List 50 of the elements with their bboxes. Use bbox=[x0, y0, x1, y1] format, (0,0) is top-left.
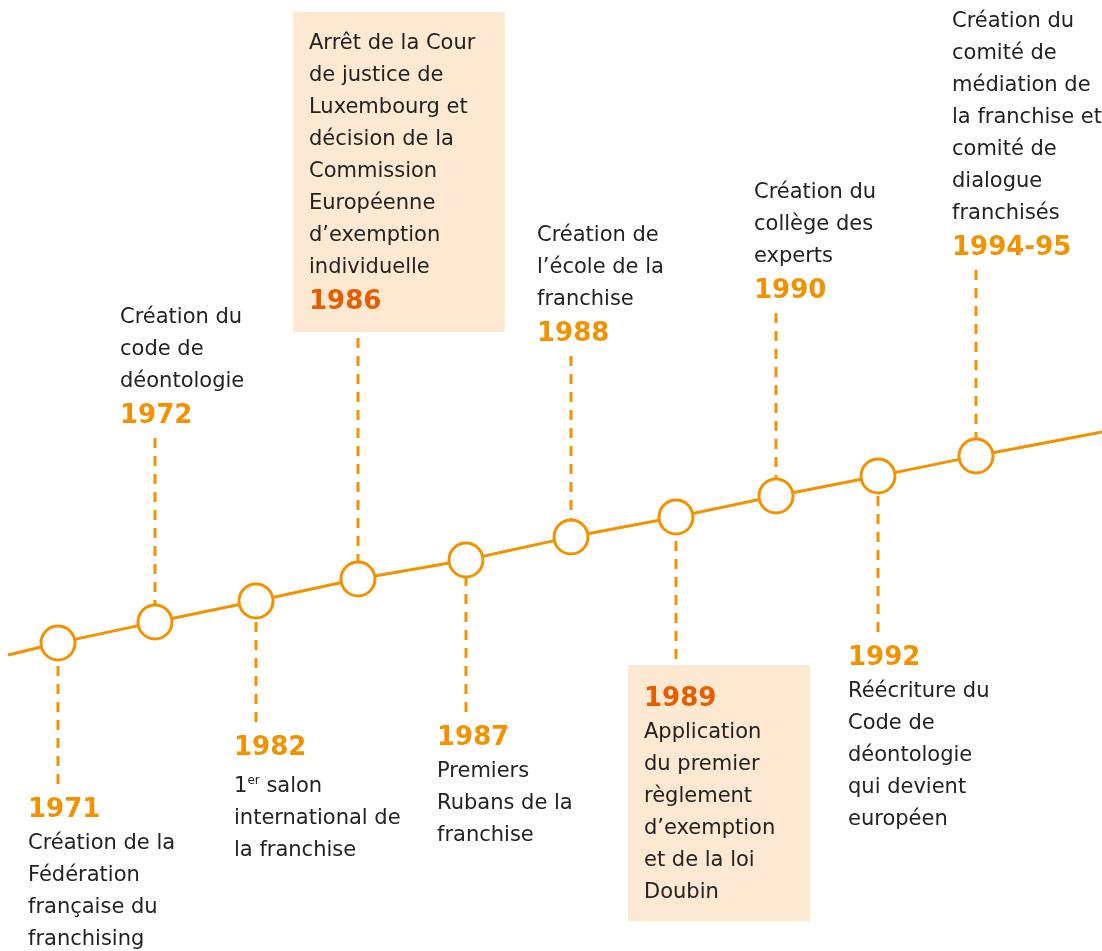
timeline-marker bbox=[339, 560, 377, 598]
timeline-line bbox=[992, 430, 1102, 455]
event-description: Création du collège des experts bbox=[754, 178, 878, 269]
year-label: 1971 bbox=[28, 792, 102, 825]
timeline-line bbox=[272, 581, 342, 599]
event-description: 1$^{er}$ salon international de la franchise bbox=[234, 772, 402, 863]
timeline-line bbox=[482, 539, 555, 558]
timeline-marker bbox=[39, 624, 77, 662]
year-label: 1990 bbox=[754, 273, 828, 306]
timeline-marker bbox=[657, 498, 695, 536]
year-label: 1986 bbox=[309, 284, 383, 317]
year-label: 1994-95 bbox=[952, 230, 1073, 263]
timeline-marker bbox=[757, 477, 795, 515]
timeline-marker bbox=[552, 518, 590, 556]
timeline-line bbox=[587, 518, 660, 536]
event-description: Création du code de déontologie bbox=[120, 303, 246, 394]
event-description: Arrêt de la Cour de justice de Luxembourg et décision de la Commission Européenne d’exemption individuelle bbox=[309, 29, 477, 280]
year-label: 1982 bbox=[234, 730, 308, 763]
timeline-marker bbox=[859, 457, 897, 495]
timeline-line bbox=[7, 645, 42, 657]
timeline-line bbox=[792, 477, 862, 495]
event-description: Création de la Fédération française du franchising bbox=[28, 829, 177, 951]
event-description: Premiers Rubans de la franchise bbox=[437, 757, 574, 848]
dashed-connector bbox=[464, 577, 468, 712]
dashed-connector bbox=[153, 438, 157, 605]
year-label: 1987 bbox=[437, 720, 511, 753]
timeline-marker bbox=[237, 582, 275, 620]
year-label: 1992 bbox=[848, 640, 922, 673]
year-label: 1972 bbox=[120, 398, 194, 431]
event-box bbox=[628, 665, 810, 921]
event-description: Création du comité de médiation de la franchise et comité de dialogue franchisés bbox=[952, 7, 1102, 226]
event-box bbox=[293, 12, 505, 332]
event-description: Création de l’école de la franchise bbox=[537, 221, 665, 312]
timeline-line bbox=[692, 498, 760, 515]
timeline-marker bbox=[136, 603, 174, 641]
timeline-line bbox=[74, 624, 139, 641]
timeline-line bbox=[894, 457, 960, 475]
dashed-connector bbox=[876, 493, 880, 632]
dashed-connector bbox=[569, 356, 573, 520]
event-description: Application du premier règlement d’exemption et de la loi Doubin bbox=[644, 718, 777, 905]
timeline-marker bbox=[447, 541, 485, 579]
year-label: 1988 bbox=[537, 316, 611, 349]
timeline-line bbox=[171, 603, 240, 620]
timeline-marker bbox=[957, 437, 995, 475]
year-label: 1989 bbox=[644, 681, 718, 714]
event-description: Réécriture du Code de déontologie qui devient européen bbox=[848, 677, 991, 832]
timeline-line bbox=[374, 561, 450, 578]
dashed-connector bbox=[774, 313, 778, 479]
dashed-connector bbox=[356, 338, 360, 562]
dashed-connector bbox=[974, 270, 978, 439]
